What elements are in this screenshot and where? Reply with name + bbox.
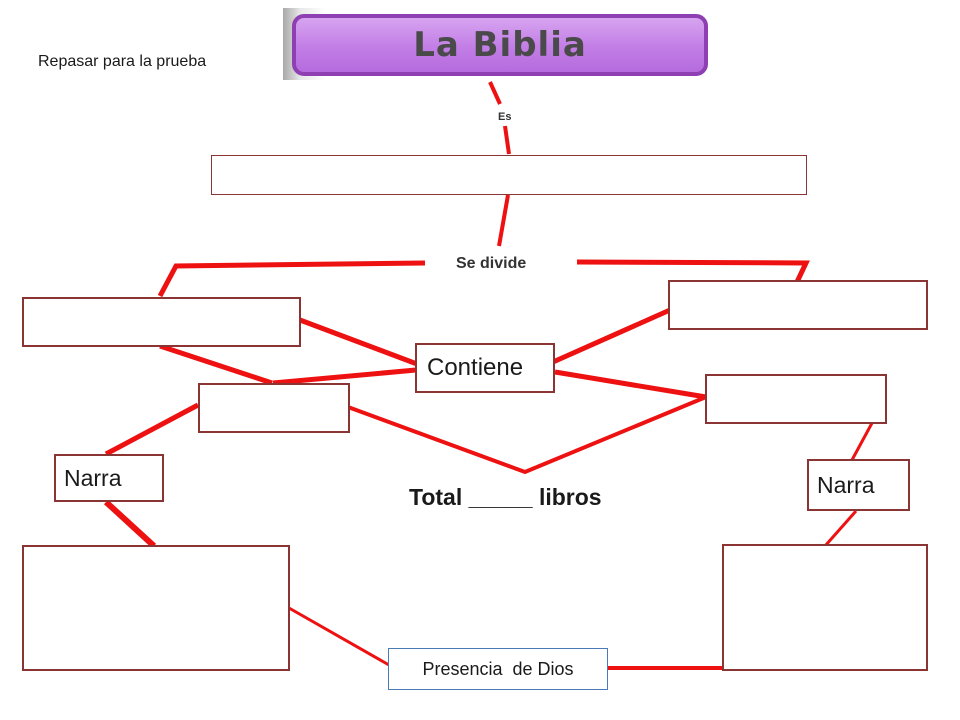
line-lefttop-contiene [299,317,418,367]
line-leftmid-narra [104,402,200,457]
contiene-box: Contiene [415,343,555,393]
narra-right-box: Narra [807,459,910,511]
line-narra-bottomright [823,510,858,547]
total-books: Total _____ libros [409,484,602,510]
narra-left-box: Narra [54,454,164,502]
line-total-v [347,395,707,475]
line-divide-right [576,259,810,284]
line-contiene-rightmid [554,369,707,400]
banner-title: La Biblia [413,25,587,65]
line-es-definition [503,125,511,155]
line-definition-divide [497,194,510,247]
line-contiene-leftmid [272,367,417,386]
line-righttop-contiene [551,307,672,365]
line-banner-es [488,81,502,105]
line-divide-left [157,260,426,298]
box-right-narrative[interactable] [722,544,928,671]
definition-box[interactable] [211,155,807,195]
presencia-box: Presencia de Dios [388,648,608,690]
box-left-count[interactable] [198,383,350,433]
box-left-division[interactable] [22,297,301,347]
label-es: Es [498,111,512,123]
line-narra-bottomleft [103,499,157,549]
title-banner: La Biblia [292,14,708,76]
presencia-label: Presencia de Dios [422,658,574,679]
box-right-division[interactable] [668,280,928,330]
line-bottomleft-presencia [288,606,390,667]
page-subtitle: Repasar para la prueba [38,53,207,70]
contiene-label: Contiene [427,354,524,381]
label-se-divide: Se divide [452,255,531,273]
box-right-count[interactable] [705,374,887,424]
narra-right-label: Narra [817,471,875,498]
box-left-narrative[interactable] [22,545,290,671]
line-lefttop-leftmid [159,343,273,386]
narra-left-label: Narra [64,464,122,491]
